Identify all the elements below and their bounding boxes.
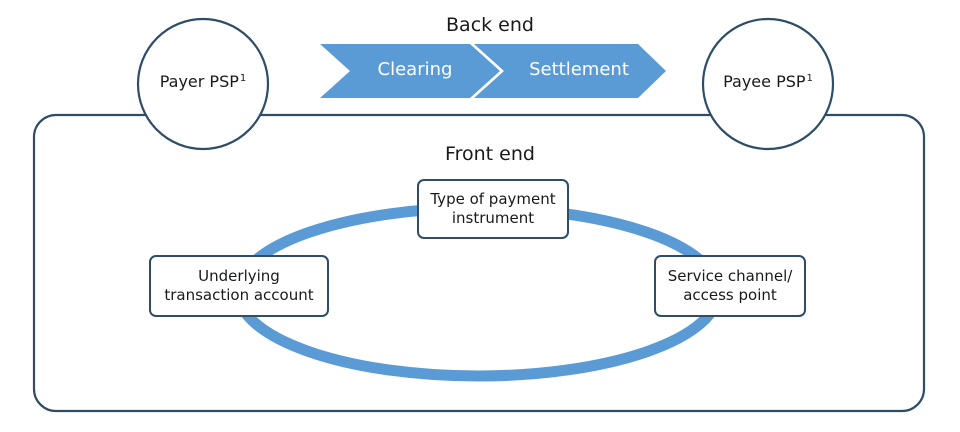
clearing-chevron (320, 44, 500, 98)
service-channel-box (654, 255, 806, 317)
payment-instrument-line-2: instrument (451, 209, 535, 227)
payee-psp-text: Payee PSP (723, 72, 806, 91)
settlement-chevron (474, 44, 666, 98)
transaction-account-line-2: transaction account (164, 286, 314, 304)
clearing-label: Clearing (377, 59, 453, 80)
back-end-title: Back end (446, 14, 534, 36)
service-channel-label: Service channel/ access point (655, 256, 805, 316)
transaction-account-label: Underlying transaction account (150, 256, 328, 316)
front-end-frame (32, 113, 926, 413)
payment-instrument-label: Type of payment instrument (418, 180, 568, 238)
transaction-account-line-1: Underlying (198, 267, 280, 286)
transaction-account-box (149, 255, 329, 317)
settlement-label: Settlement (529, 59, 629, 80)
payee-psp-label: Payee PSP1 (708, 72, 828, 92)
service-channel-line-1: Service channel/ (667, 267, 793, 286)
front-end-title: Front end (445, 143, 535, 165)
payer-psp-circle (136, 17, 270, 151)
payer-psp-text: Payer PSP (159, 72, 239, 91)
service-channel-line-2: access point (683, 286, 777, 304)
payment-instrument-line-1: Type of payment (430, 190, 556, 209)
payee-psp-circle (701, 17, 835, 151)
payer-psp-footnote: 1 (239, 73, 247, 84)
payer-psp-label: Payer PSP1 (143, 72, 263, 92)
payment-instrument-box (417, 179, 569, 239)
payee-psp-footnote: 1 (806, 73, 813, 84)
